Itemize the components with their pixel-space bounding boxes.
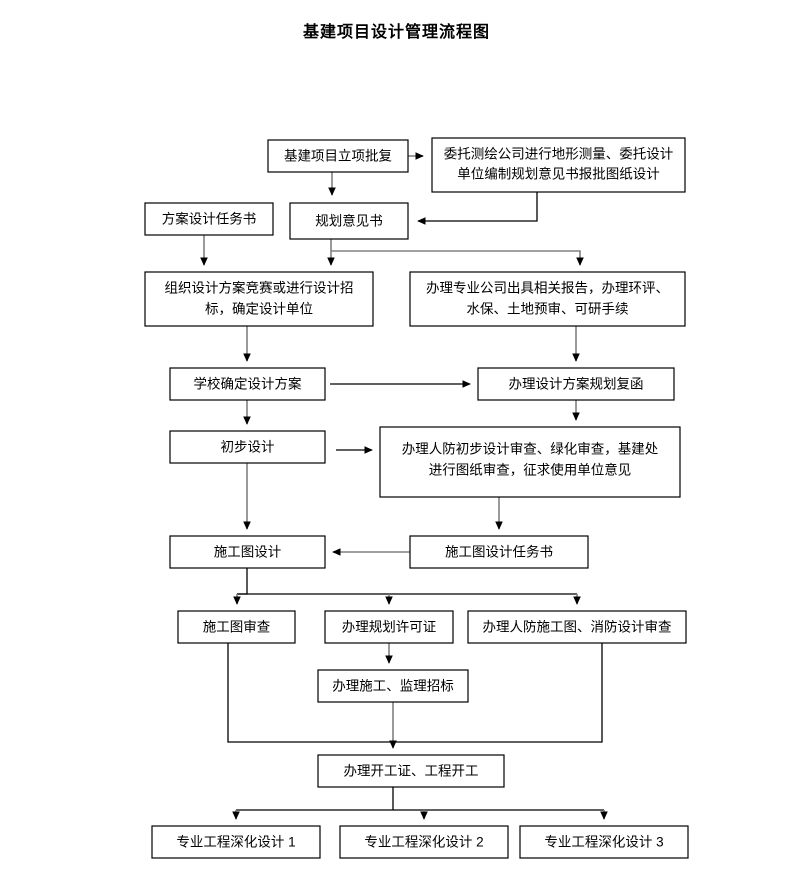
node-shigongtu-sheji[interactable]: 施工图设计 <box>169 535 326 569</box>
node-label-line2: 水保、土地预审、可研手续 <box>467 302 629 317</box>
node-zhuanye-shenhua-sheji-1[interactable]: 专业工程深化设计 1 <box>151 825 321 859</box>
node-chubu-sheji[interactable]: 初步设计 <box>169 430 326 464</box>
edge-n15-merge <box>393 643 603 743</box>
node-label: 方案设计任务书 <box>162 211 257 227</box>
edge-n11-bus <box>237 568 248 595</box>
node-banli-renfang-shigongtu[interactable]: 办理人防施工图、消防设计审查 <box>467 610 687 644</box>
node-banli-renfang-chubu-shencha[interactable]: 办理人防初步设计审查、绿化审查，基建处 进行图纸审查，征求使用单位意见 <box>379 426 681 498</box>
node-label: 学校确定设计方案 <box>194 376 302 392</box>
node-zhuanye-shenhua-sheji-3[interactable]: 专业工程深化设计 3 <box>519 825 689 859</box>
node-label: 办理设计方案规划复函 <box>509 376 644 392</box>
node-label: 基建项目立项批复 <box>284 148 392 164</box>
node-banli-zhuanye-gongsi[interactable]: 办理专业公司出具相关报告，办理环评、 水保、土地预审、可研手续 <box>409 271 686 327</box>
edge-n13-merge <box>227 643 393 743</box>
node-label-line1: 组织设计方案竞赛或进行设计招 <box>165 280 354 296</box>
node-label-line1: 办理专业公司出具相关报告，办理环评、 <box>426 281 669 296</box>
node-guihua-yijianshu[interactable]: 规划意见书 <box>289 202 409 240</box>
node-label-line2: 单位编制规划意见书报批图纸设计 <box>457 166 660 182</box>
node-label: 办理开工证、工程开工 <box>344 764 479 779</box>
node-label: 施工图设计任务书 <box>445 545 553 560</box>
node-label: 办理施工、监理招标 <box>332 679 454 694</box>
node-layer: 基建项目立项批复 委托测绘公司进行地形测量、委托设计 单位编制规划意见书报批图纸… <box>144 137 689 859</box>
node-banli-guihua-xukezheng[interactable]: 办理规划许可证 <box>324 610 454 644</box>
connector-layer <box>200 152 608 820</box>
node-label: 专业工程深化设计 3 <box>544 835 663 850</box>
node-jijian-lixiang-pifu[interactable]: 基建项目立项批复 <box>267 139 409 173</box>
node-banli-kaigongzheng[interactable]: 办理开工证、工程开工 <box>317 754 505 788</box>
node-label: 施工图设计 <box>214 545 282 560</box>
node-label: 办理规划许可证 <box>342 620 437 635</box>
node-label-line1: 委托测绘公司进行地形测量、委托设计 <box>444 147 674 162</box>
node-label-line2: 进行图纸审查，征求使用单位意见 <box>429 462 632 478</box>
node-shigongtu-sheji-renwushu[interactable]: 施工图设计任务书 <box>409 535 589 569</box>
node-zhuanye-shenhua-sheji-2[interactable]: 专业工程深化设计 2 <box>339 825 509 859</box>
edge-n2-n4 <box>417 192 538 225</box>
node-label-line2: 标，确定设计单位 <box>205 302 313 317</box>
node-label-line1: 办理人防初步设计审查、绿化审查，基建处 <box>402 441 659 457</box>
page-title: 基建项目设计管理流程图 <box>302 24 490 41</box>
edge-n4-n6 <box>331 250 584 266</box>
node-fangan-sheji-renwushu[interactable]: 方案设计任务书 <box>144 202 274 236</box>
node-xuexiao-queding-fangan[interactable]: 学校确定设计方案 <box>169 367 326 401</box>
node-label: 专业工程深化设计 1 <box>176 835 295 850</box>
node-weituo-cehui[interactable]: 委托测绘公司进行地形测量、委托设计 单位编制规划意见书报批图纸设计 <box>431 137 686 193</box>
node-zuzhi-sheji-fangan[interactable]: 组织设计方案竞赛或进行设计招 标，确定设计单位 <box>144 271 374 327</box>
node-label: 专业工程深化设计 2 <box>364 835 483 850</box>
node-banli-shigong-jianli-zhaobiao[interactable]: 办理施工、监理招标 <box>317 669 469 703</box>
node-label: 办理人防施工图、消防设计审查 <box>483 620 672 635</box>
node-banli-sheji-guihua-fuhan[interactable]: 办理设计方案规划复函 <box>477 367 675 401</box>
node-label: 初步设计 <box>221 439 275 455</box>
node-label: 施工图审查 <box>203 620 271 635</box>
node-shigongtu-shencha[interactable]: 施工图审查 <box>177 610 296 644</box>
node-label: 规划意见书 <box>315 213 383 229</box>
